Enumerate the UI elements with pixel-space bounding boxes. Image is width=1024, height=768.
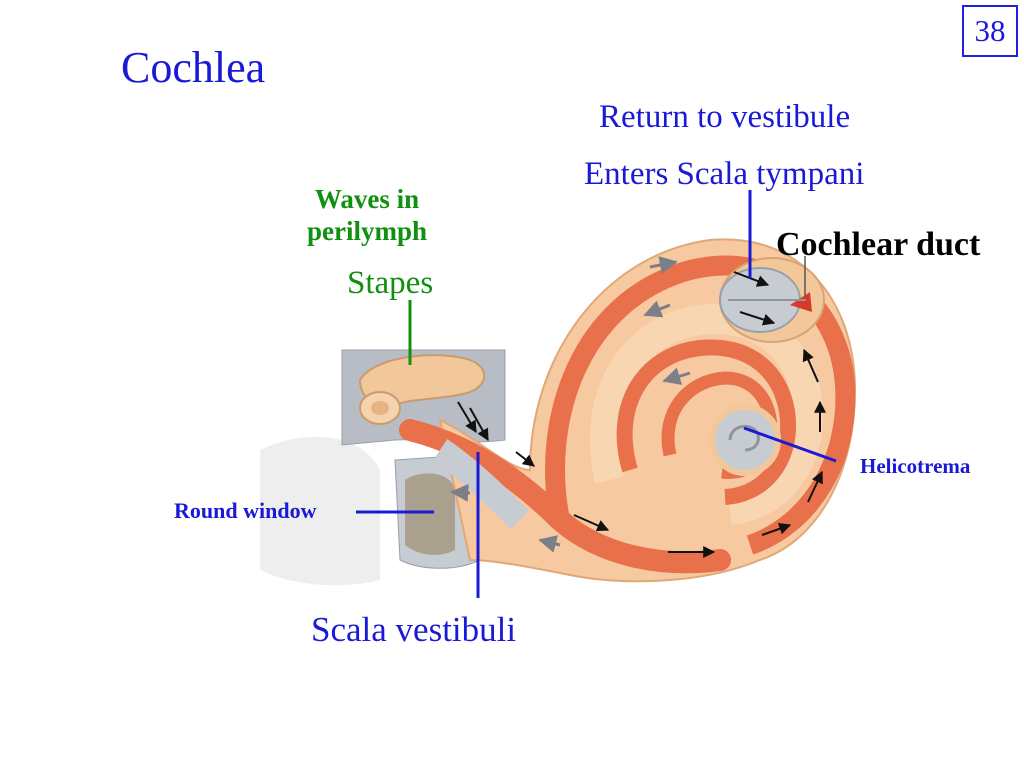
label-helicotrema: Helicotrema bbox=[860, 454, 971, 478]
flow-arrow-1 bbox=[457, 401, 477, 434]
label-return-to-vestibule: Return to vestibule bbox=[599, 99, 851, 135]
stapes-footplate-hole bbox=[371, 401, 389, 415]
gray-arrow-1 bbox=[649, 256, 678, 274]
gray-arrow-2 bbox=[643, 300, 671, 318]
label-cochlear-duct: Cochlear duct bbox=[776, 226, 981, 263]
gray-arrow-5 bbox=[538, 535, 561, 553]
flow-arrow-9 bbox=[802, 348, 819, 383]
flow-arrow-3 bbox=[515, 451, 535, 467]
page-number: 38 bbox=[962, 5, 1018, 57]
label-round-window: Round window bbox=[174, 498, 317, 523]
flow-arrow-11 bbox=[739, 311, 776, 326]
round-window-opening bbox=[405, 473, 455, 555]
apex-curl bbox=[728, 424, 760, 452]
apex-helicotrema bbox=[709, 404, 781, 476]
label-stapes: Stapes bbox=[347, 265, 434, 301]
cochlear-duct-shape bbox=[790, 292, 812, 312]
flow-arrow-2 bbox=[469, 407, 489, 442]
gray-arrow-3 bbox=[662, 367, 691, 385]
slide-title: Cochlea bbox=[121, 43, 266, 92]
label-waves-in-perilymph: Waves in perilymph bbox=[306, 184, 427, 247]
flow-arrow-6 bbox=[761, 522, 792, 536]
helicotrema-leader bbox=[743, 426, 837, 463]
basal-tube-gray bbox=[432, 439, 530, 530]
middle-spiral-band bbox=[616, 339, 797, 505]
label-enters-scala-tympani: Enters Scala tympani bbox=[584, 156, 865, 192]
flow-arrow-10 bbox=[733, 271, 770, 287]
flow-arrow-4 bbox=[573, 514, 610, 532]
bone-shadow-region bbox=[260, 436, 380, 586]
flow-arrow-7 bbox=[807, 470, 823, 503]
label-scala-vestibuli: Scala vestibuli bbox=[311, 610, 517, 649]
gray-arrow-4 bbox=[450, 483, 471, 502]
